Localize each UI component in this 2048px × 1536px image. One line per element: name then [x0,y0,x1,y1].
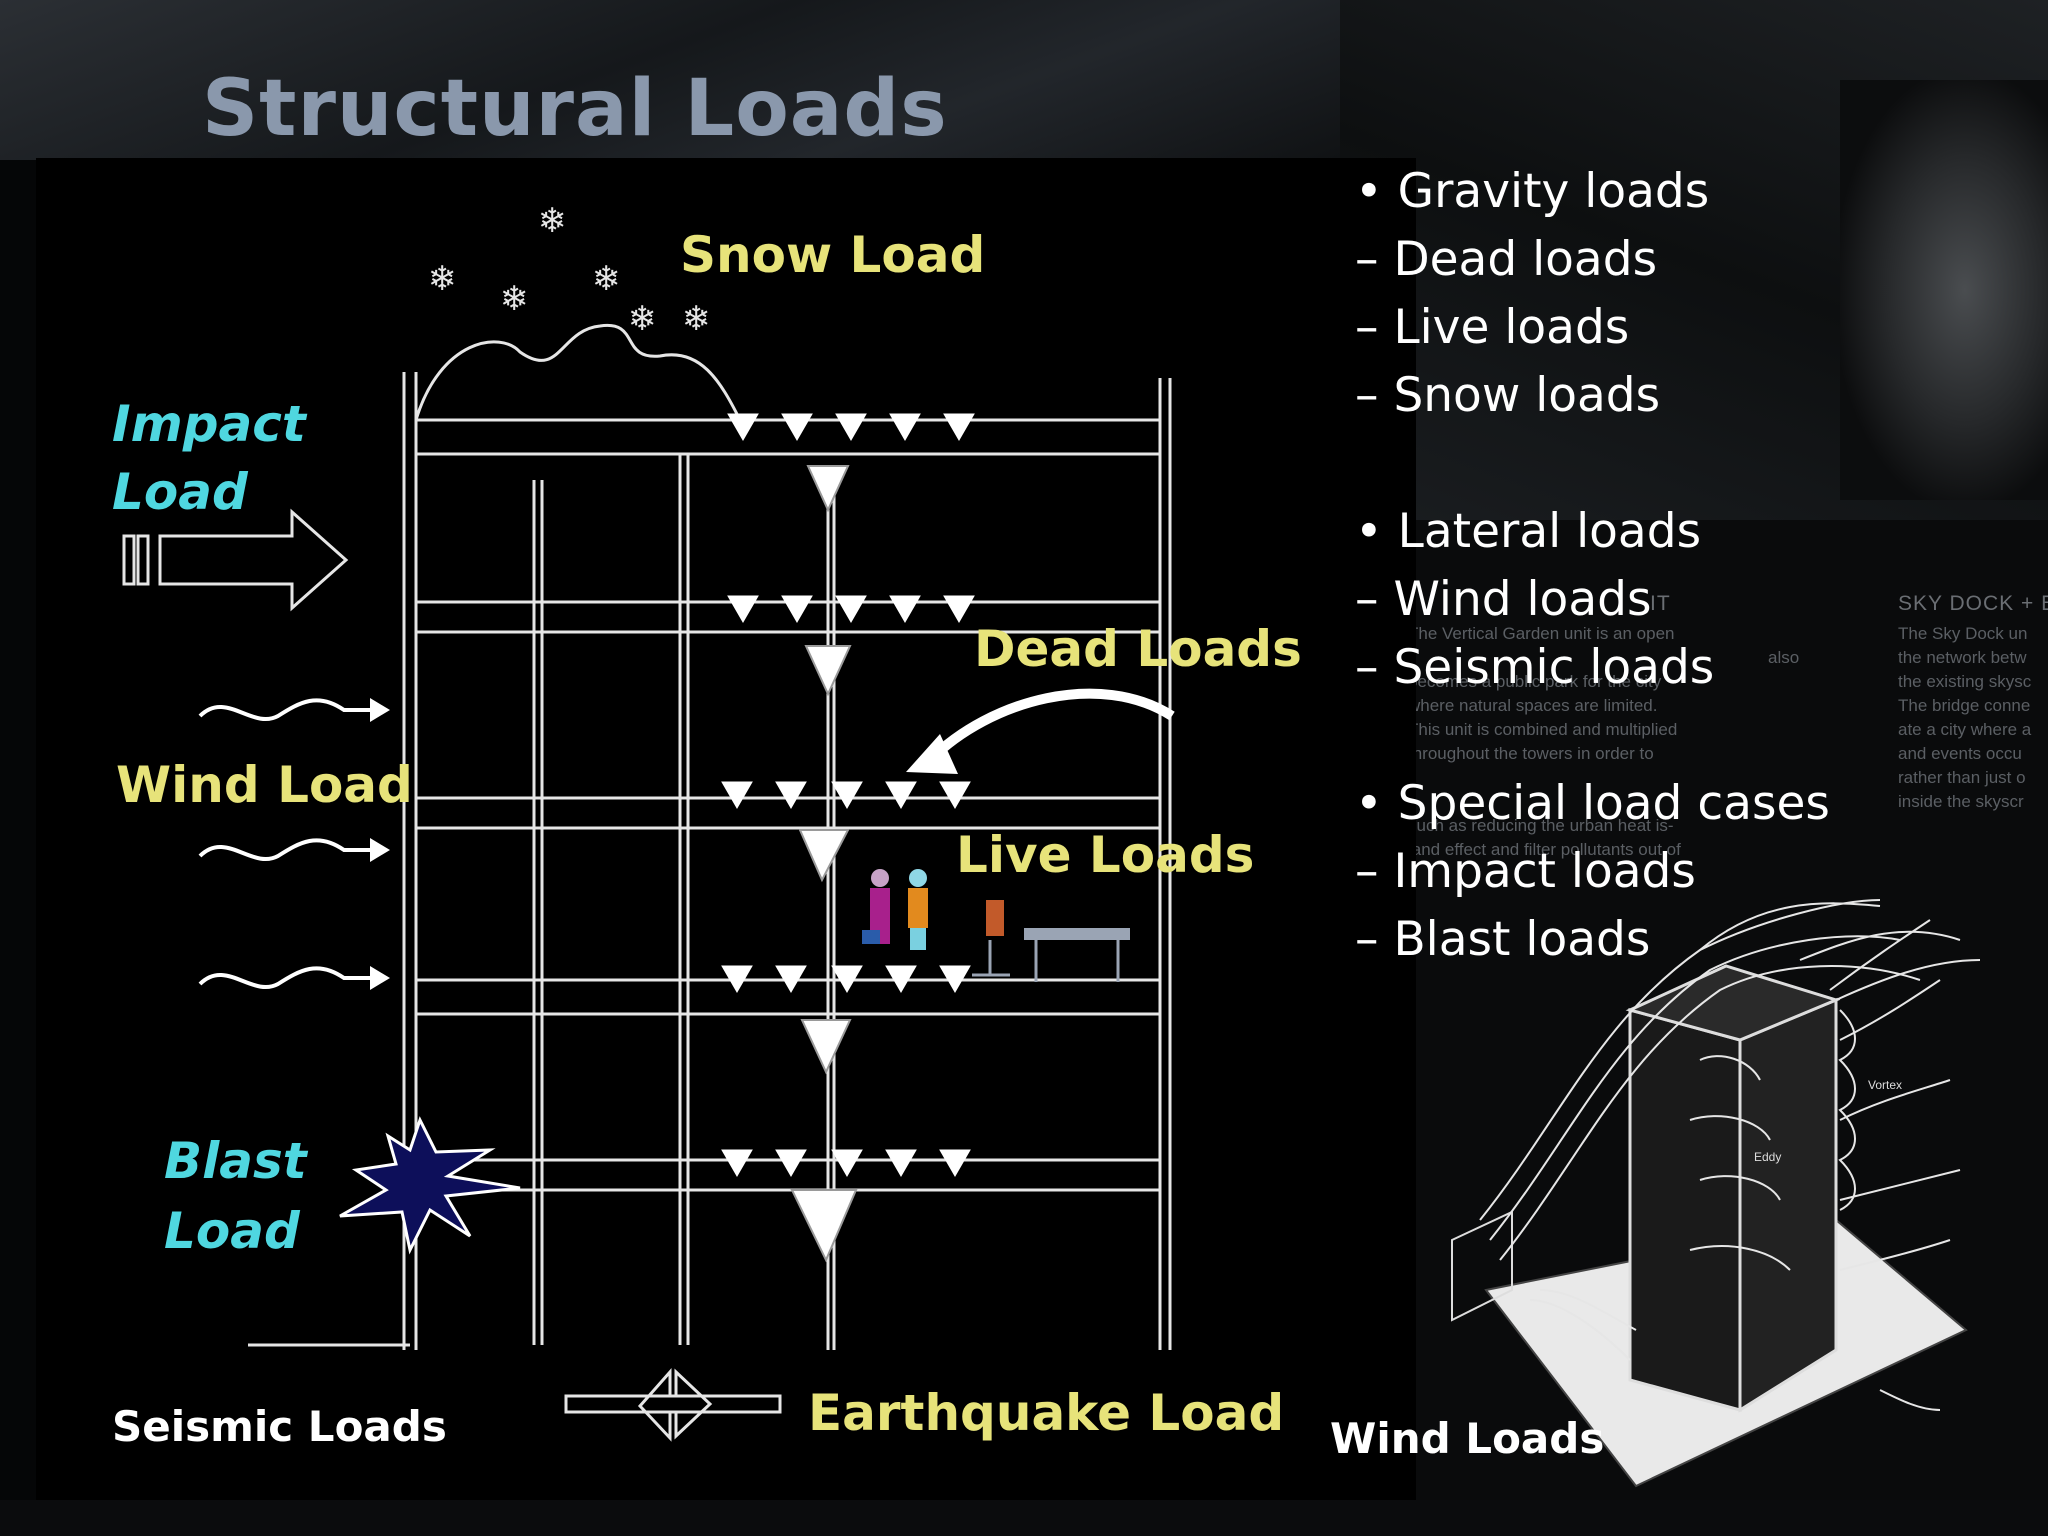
load-types-list: • Gravity loads – Dead loads – Live load… [1355,158,1830,974]
floor-3-load-arrows [721,965,971,994]
live-load-people [862,869,928,950]
snowflake-icon: ❄ [428,259,457,299]
bullet-seismic-loads: – Seismic loads [1355,640,1715,695]
snowflake-icon: ❄ [500,279,529,319]
vortex-label: Vortex [1868,1078,1903,1092]
live-load-furniture [972,900,1130,982]
bullet-special-load-cases: • Special load cases [1355,776,1830,831]
roof-load-arrows [727,413,975,442]
blast-load-label: Blast Load [164,1132,307,1260]
bullet-dead-loads: – Dead loads [1355,232,1658,287]
impact-arrow [122,508,349,612]
bullet-wind-loads: – Wind loads [1355,572,1652,627]
wind-tower-illustration [1451,899,1981,1488]
impact-load-label: Impact Load [112,395,306,521]
live-loads-label: Live Loads [956,826,1255,884]
bullet-gravity-loads: • Gravity loads [1355,164,1710,219]
background-heading-left: IT [1650,592,1671,615]
earthquake-load-label: Earthquake Load [808,1384,1285,1442]
snow-mound [414,323,742,421]
bullet-impact-loads: – Impact loads [1355,844,1696,899]
slide-title: Structural Loads [202,64,948,154]
wind-arrow [198,966,372,989]
seismic-loads-caption: Seismic Loads [112,1402,447,1451]
wind-arrow [198,838,372,861]
background-text-right: The Sky Dock un the network betw the exi… [1898,624,2032,811]
column-load-triangle [804,645,852,697]
column-load-triangle [798,829,850,883]
background-robot-image [1840,80,2048,500]
blast-star-icon [339,1116,521,1255]
eddy-label: Eddy [1754,1150,1782,1164]
background-photo-top-left [0,0,1340,160]
snowflake-icon: ❄ [538,201,567,241]
snowflake-icon: ❄ [682,299,711,339]
background-text-left: The Vertical Garden unit is an open also… [1408,624,1800,859]
snow-load-label: Snow Load [680,226,986,284]
snowflake-icon: ❄ [628,299,657,339]
dead-loads-label: Dead Loads [974,620,1302,678]
snowflake-icon: ❄ [592,259,621,299]
bullet-blast-loads: – Blast loads [1355,912,1651,967]
bullet-snow-loads: – Snow loads [1355,368,1661,423]
dead-load-arrow [926,688,1175,764]
wind-loads-caption: Wind Loads [1330,1414,1605,1463]
wind-load-label: Wind Load [116,756,413,814]
column-load-triangle [800,1019,852,1075]
column-load-triangle [806,465,850,513]
background-panel-bottom [0,1500,2048,1536]
earthquake-arrow [564,1368,782,1442]
bullet-lateral-loads: • Lateral loads [1355,504,1702,559]
floor-5-load-arrows [727,595,975,624]
column-load-triangle [790,1189,858,1263]
background-heading-right: SKY DOCK + B [1898,592,2048,615]
wind-arrow [198,698,372,721]
bullet-live-loads: – Live loads [1355,300,1630,355]
floor-4-load-arrows [721,781,971,810]
floor-2-load-arrows [721,1149,971,1178]
